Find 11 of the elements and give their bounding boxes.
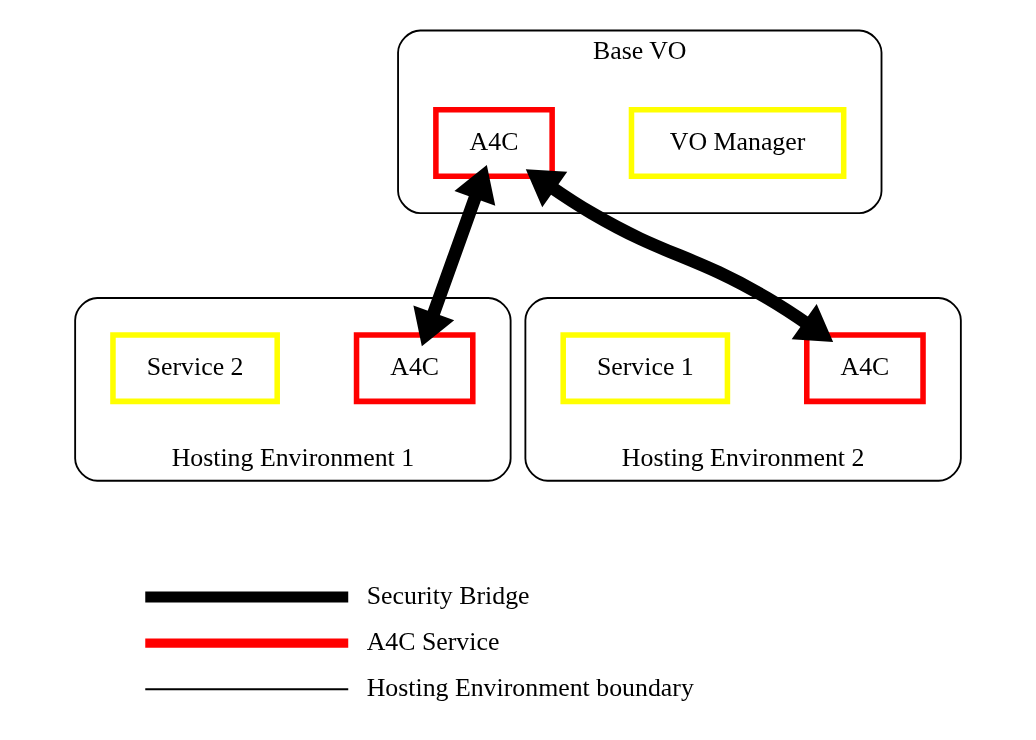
legend-label: Hosting Environment boundary <box>366 673 694 703</box>
legend-label: A4C Service <box>366 626 500 656</box>
arrow <box>413 164 496 347</box>
legend-label: Security Bridge <box>366 580 530 610</box>
node-box: Service 1 <box>560 332 731 405</box>
node-box: A4C <box>804 332 926 405</box>
arrow <box>525 169 834 342</box>
node-box: A4C <box>353 332 476 405</box>
node-box: VO Manager <box>628 107 847 179</box>
node-box: Service 2 <box>110 332 280 405</box>
node-box: A4C <box>433 107 555 179</box>
